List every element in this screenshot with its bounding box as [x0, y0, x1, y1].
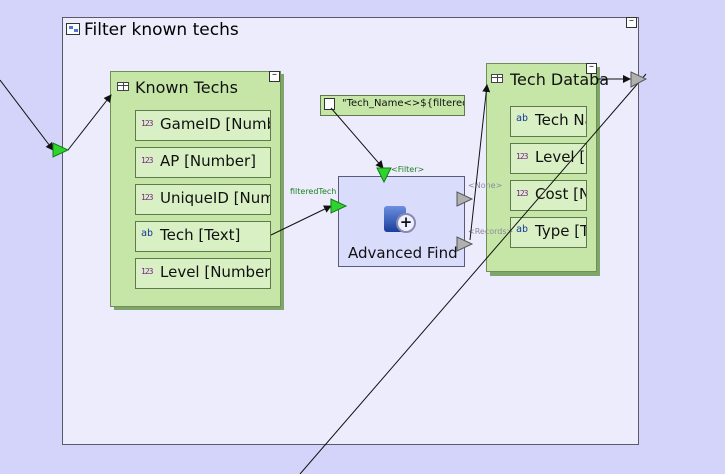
number-type-icon: 123 — [141, 267, 153, 276]
wire-in[interactable] — [0, 79, 54, 151]
wire-to-known-techs[interactable] — [67, 94, 112, 151]
known-techs-field[interactable]: 123 UniqueID [Numl — [135, 184, 271, 215]
known-techs-field[interactable]: ab Tech [Text] — [135, 221, 271, 252]
wire-tech-to-find[interactable] — [270, 205, 332, 236]
tech-database-field[interactable]: 123 Cost [N — [510, 180, 587, 211]
container-output-port[interactable] — [630, 71, 648, 88]
text-type-icon: ab — [516, 113, 529, 124]
container-title: Filter known techs — [84, 20, 239, 40]
known-techs-title: Known Techs — [135, 78, 238, 97]
field-label: Cost [N — [535, 185, 587, 203]
field-label: Tech [Text] — [160, 226, 241, 244]
table-icon — [491, 74, 503, 83]
filter-expression-box[interactable] — [320, 95, 465, 116]
records-port[interactable] — [456, 236, 474, 252]
none-port-label: <None> — [468, 181, 503, 190]
none-port[interactable] — [456, 191, 474, 207]
tech-database-title: Tech Databa — [510, 70, 610, 89]
records-port-label: <Records> — [468, 227, 514, 236]
field-label: UniqueID [Numl — [160, 189, 271, 207]
wire-out-diagonal[interactable] — [299, 73, 647, 474]
field-label: Tech Na — [535, 111, 586, 129]
filter-expression-text: "Tech_Name<>${filteredT — [342, 98, 464, 109]
number-type-icon: 123 — [516, 189, 528, 198]
known-techs-field[interactable]: 123 GameID [Numb — [135, 110, 271, 141]
advanced-find-node[interactable] — [338, 176, 465, 267]
workflow-icon — [66, 23, 80, 35]
field-label: Level [Number] — [160, 263, 271, 281]
table-icon — [117, 82, 129, 91]
filtered-tech-port-label: filteredTech — [290, 187, 337, 196]
field-label: AP [Number] — [160, 152, 257, 170]
field-label: Level [N — [535, 148, 586, 166]
wire-to-tech-database[interactable] — [469, 84, 491, 241]
field-label: Type [T — [535, 222, 587, 240]
advanced-find-label: Advanced Find — [348, 244, 458, 262]
text-type-icon: ab — [141, 228, 154, 239]
number-type-icon: 123 — [141, 156, 153, 165]
known-techs-minimize-button[interactable]: – — [269, 70, 280, 82]
wire-filter-expression[interactable] — [330, 107, 384, 169]
tech-database-field[interactable]: ab Type [T — [510, 217, 587, 248]
field-label: GameID [Numb — [160, 115, 271, 133]
number-type-icon: 123 — [141, 119, 153, 128]
container-minimize-button[interactable]: – — [626, 16, 637, 28]
expression-icon — [324, 98, 335, 110]
number-type-icon: 123 — [516, 152, 528, 161]
tech-database-field[interactable]: ab Tech Na — [510, 106, 587, 137]
container-input-port[interactable] — [52, 142, 70, 158]
filtered-tech-port[interactable] — [330, 198, 348, 214]
known-techs-field[interactable]: 123 AP [Number] — [135, 147, 271, 178]
filter-port-label: <Filter> — [391, 165, 425, 174]
tech-database-field[interactable]: 123 Level [N — [510, 143, 587, 174]
magnifier-plus-icon: + — [396, 213, 416, 233]
filter-port[interactable] — [376, 167, 392, 184]
tech-database-minimize-button[interactable]: – — [586, 62, 597, 74]
known-techs-field[interactable]: 123 Level [Number] — [135, 258, 271, 289]
number-type-icon: 123 — [141, 193, 153, 202]
text-type-icon: ab — [516, 224, 529, 235]
